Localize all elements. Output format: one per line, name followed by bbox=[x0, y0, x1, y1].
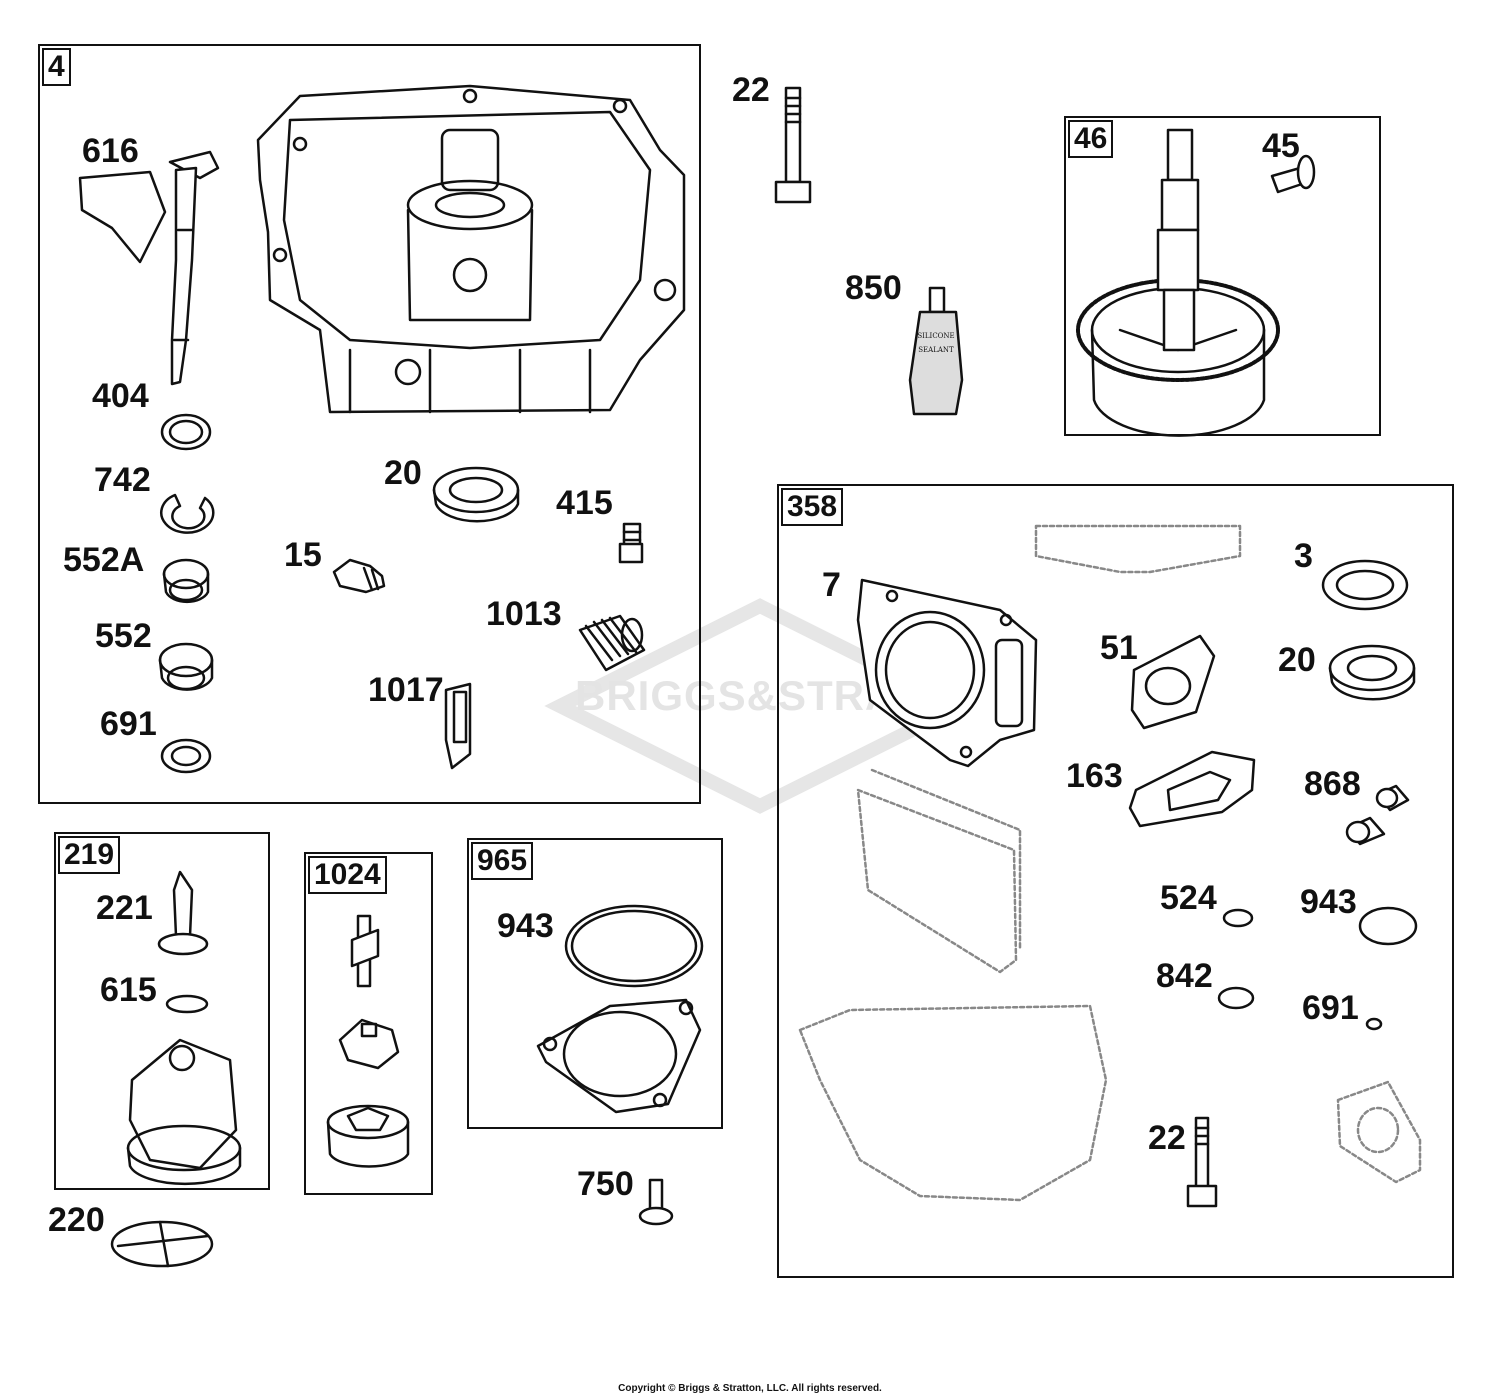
oil-pump-219-part bbox=[126, 1038, 242, 1186]
governor-shaft-part bbox=[78, 150, 220, 386]
kit-965-box: 965 bbox=[467, 838, 723, 1129]
bolt-22-bottom-part bbox=[1186, 1116, 1218, 1208]
sealant-label-line1: SILICONE bbox=[917, 332, 954, 340]
plug-15-part bbox=[332, 558, 386, 594]
label-943-a: 943 bbox=[497, 907, 554, 945]
label-20-b: 20 bbox=[1278, 641, 1316, 679]
label-524: 524 bbox=[1160, 879, 1217, 917]
kit-219-tag: 219 bbox=[58, 836, 121, 874]
label-750: 750 bbox=[577, 1165, 634, 1203]
seal-552-part bbox=[158, 642, 214, 691]
gasket-163-part bbox=[1128, 750, 1256, 828]
seal-691-part bbox=[160, 738, 212, 774]
breather-gasket-part bbox=[1336, 1080, 1422, 1184]
oring-943-a-part bbox=[564, 904, 704, 988]
label-691-b: 691 bbox=[1302, 989, 1359, 1027]
ring-943-b-part bbox=[1358, 906, 1418, 946]
kit-4-tag: 4 bbox=[42, 48, 71, 86]
valve-seals-868-part bbox=[1345, 784, 1410, 846]
kit-358-box: 358 bbox=[777, 484, 1454, 1278]
label-22-b: 22 bbox=[1148, 1119, 1186, 1157]
seal-3-part bbox=[1321, 559, 1409, 611]
outer-rotor-1024-part bbox=[326, 1104, 410, 1168]
screen-1017-part bbox=[444, 682, 472, 770]
pin-221-part bbox=[157, 870, 209, 956]
label-7: 7 bbox=[822, 566, 841, 604]
label-1017: 1017 bbox=[368, 671, 444, 709]
label-552a: 552A bbox=[63, 541, 145, 579]
label-552: 552 bbox=[95, 617, 152, 655]
ring-524-part bbox=[1222, 908, 1254, 928]
crankcase-part bbox=[256, 84, 686, 414]
kit-1024-box: 1024 bbox=[304, 852, 433, 1195]
kit-965-tag: 965 bbox=[471, 842, 534, 880]
inner-rotor-1024-part bbox=[338, 1018, 400, 1070]
crankcase-gasket-part bbox=[798, 768, 1108, 1202]
camshaft-gear-part bbox=[1076, 128, 1280, 437]
label-943-b: 943 bbox=[1300, 883, 1357, 921]
oil-seal-20-part bbox=[432, 466, 520, 523]
label-415: 415 bbox=[556, 484, 613, 522]
ring-691-b-part bbox=[1365, 1017, 1383, 1031]
ring-615-part bbox=[165, 994, 209, 1014]
sealant-label-line2: SEALANT bbox=[918, 346, 954, 354]
washer-404-part bbox=[160, 413, 212, 451]
plug-415-part bbox=[618, 522, 644, 564]
clip-742-part bbox=[160, 493, 215, 534]
kit-46-tag: 46 bbox=[1068, 120, 1114, 158]
screen-220-part bbox=[110, 1220, 214, 1268]
kit-46-box: 46 bbox=[1064, 116, 1381, 436]
label-3: 3 bbox=[1294, 537, 1313, 575]
ring-842-part bbox=[1217, 986, 1255, 1010]
label-404: 404 bbox=[92, 377, 149, 415]
label-20-a: 20 bbox=[384, 454, 422, 492]
label-163: 163 bbox=[1066, 757, 1123, 795]
label-15: 15 bbox=[284, 536, 322, 574]
kit-1024-tag: 1024 bbox=[308, 856, 387, 894]
label-1013: 1013 bbox=[486, 595, 562, 633]
bolt-22-top-part bbox=[774, 86, 812, 204]
label-45: 45 bbox=[1262, 127, 1300, 165]
pump-shaft-1024-part bbox=[350, 914, 380, 988]
spring-1013-part bbox=[578, 614, 646, 672]
label-221: 221 bbox=[96, 889, 153, 927]
label-691-a: 691 bbox=[100, 705, 157, 743]
gasket-51-part bbox=[1130, 634, 1216, 730]
cover-965-part bbox=[536, 998, 702, 1114]
label-742: 742 bbox=[94, 461, 151, 499]
pin-45-part bbox=[1270, 154, 1316, 194]
label-51: 51 bbox=[1100, 629, 1138, 667]
sealant-tube-850-part: SILICONE SEALANT bbox=[908, 286, 964, 416]
label-220: 220 bbox=[48, 1201, 105, 1239]
head-gasket-7-part bbox=[856, 578, 1038, 768]
oil-seal-20-b-part bbox=[1328, 644, 1416, 701]
label-616: 616 bbox=[82, 132, 139, 170]
top-gasket-part bbox=[1034, 524, 1242, 574]
label-850: 850 bbox=[845, 269, 902, 307]
kit-219-box: 219 bbox=[54, 832, 270, 1190]
kit-358-tag: 358 bbox=[781, 488, 844, 526]
copyright-notice: Copyright © Briggs & Stratton, LLC. All … bbox=[618, 1383, 882, 1394]
label-615: 615 bbox=[100, 971, 157, 1009]
screw-750-part bbox=[638, 1178, 674, 1226]
label-22-a: 22 bbox=[732, 71, 770, 109]
label-868: 868 bbox=[1304, 765, 1361, 803]
seal-552a-part bbox=[162, 558, 210, 604]
label-842: 842 bbox=[1156, 957, 1213, 995]
kit-4-box: 4 bbox=[38, 44, 701, 804]
